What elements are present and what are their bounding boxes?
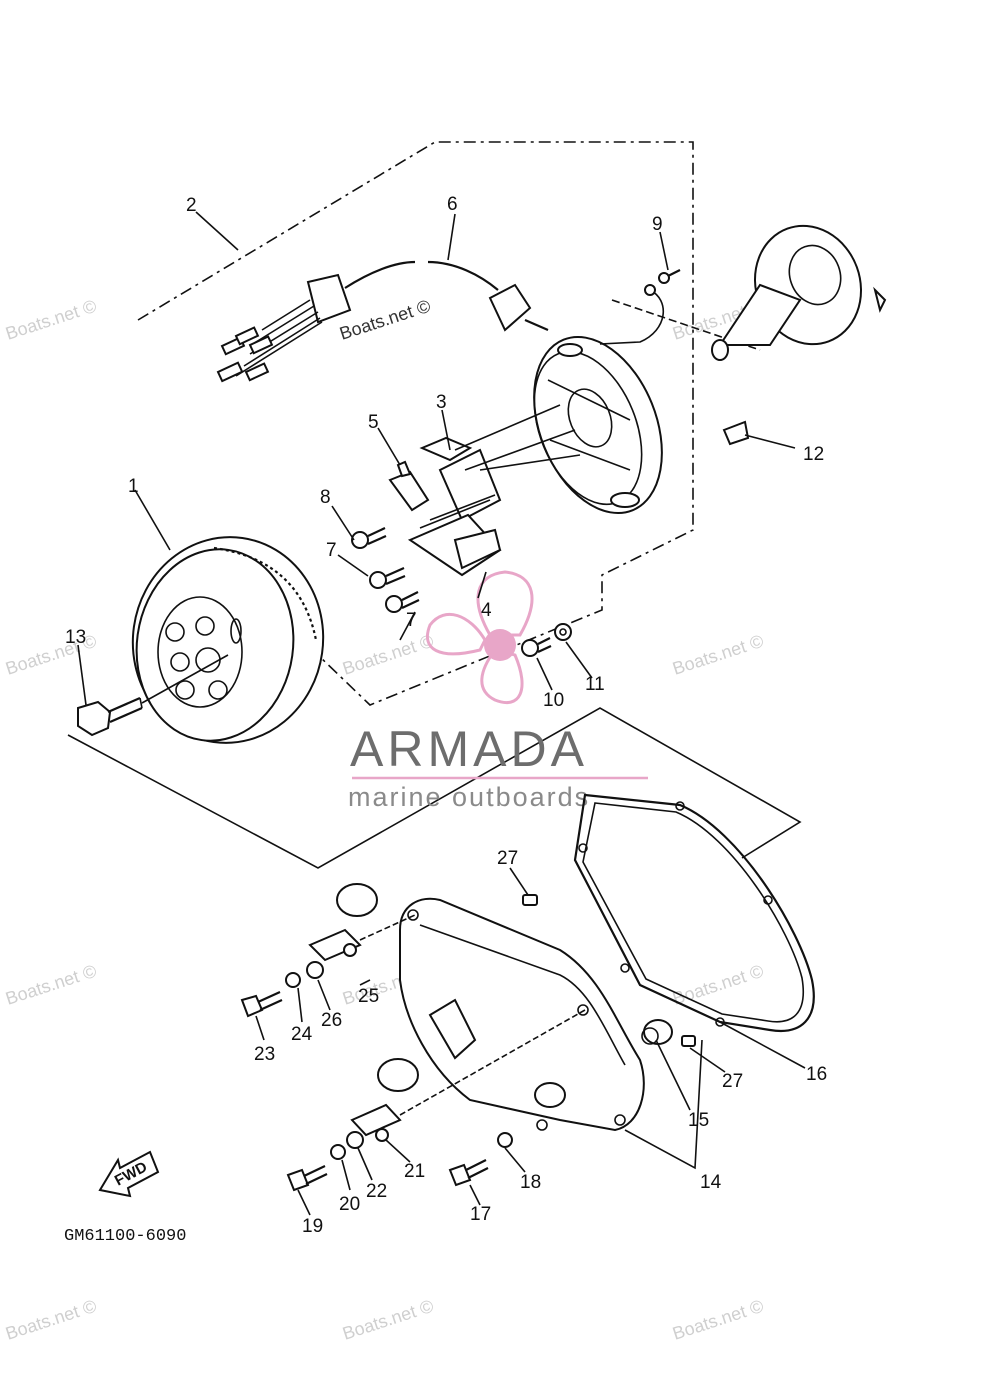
callout-26: 26 bbox=[321, 1010, 342, 1031]
callout-2: 2 bbox=[186, 195, 197, 216]
flywheel-bolt bbox=[77, 654, 229, 737]
callout-6: 6 bbox=[447, 194, 458, 215]
flywheel bbox=[131, 536, 325, 744]
callout-16: 16 bbox=[806, 1064, 827, 1085]
bolt bbox=[448, 1159, 489, 1187]
stator-base-plate bbox=[533, 299, 761, 515]
wire-harness bbox=[216, 260, 549, 383]
stator-screw bbox=[385, 591, 420, 613]
propeller-icon bbox=[426, 570, 534, 705]
watermark: Boats.net © bbox=[670, 1296, 766, 1344]
watermark: Boats.net © bbox=[3, 1296, 99, 1344]
diagram-code: GM61100-6090 bbox=[64, 1227, 186, 1246]
flywheel-group-outline bbox=[67, 707, 802, 869]
callout-23: 23 bbox=[254, 1044, 275, 1065]
grommet bbox=[346, 1131, 364, 1149]
watermark: Boats.net © bbox=[3, 296, 99, 344]
callout-22: 22 bbox=[366, 1181, 387, 1202]
watermark: Boats.net © bbox=[670, 961, 766, 1009]
callout-27: 27 bbox=[497, 848, 518, 869]
brand-tagline: marine outboards bbox=[348, 782, 590, 812]
lighting-coil bbox=[407, 494, 502, 577]
stator-screw bbox=[351, 527, 387, 549]
bolt bbox=[286, 1165, 328, 1192]
bolt bbox=[240, 990, 283, 1018]
washer bbox=[554, 623, 572, 641]
cover-gasket bbox=[573, 793, 815, 1032]
flywheel-cover bbox=[399, 897, 645, 1132]
callout-10: 10 bbox=[543, 690, 564, 711]
brand-name: ARMADA bbox=[350, 721, 588, 777]
callout-11: 11 bbox=[585, 674, 605, 695]
leader-lines bbox=[77, 211, 806, 1216]
callout-15: 15 bbox=[688, 1110, 709, 1131]
callout-21: 21 bbox=[404, 1161, 425, 1182]
ground-screw bbox=[599, 269, 681, 345]
watermark: Boats.net © bbox=[670, 631, 766, 679]
stator-assembly-outline bbox=[137, 141, 694, 706]
callout-3: 3 bbox=[436, 392, 447, 413]
stator-screw bbox=[369, 566, 406, 589]
watermark-dark: Boats.net © bbox=[337, 296, 433, 344]
grommet bbox=[306, 961, 324, 979]
callout-4: 4 bbox=[481, 600, 492, 621]
woodruff-key bbox=[722, 420, 796, 449]
hose-clamp bbox=[350, 1009, 586, 1142]
crank-cone bbox=[711, 224, 887, 361]
callouts: 2 6 9 3 5 8 1 7 7 4 10 11 12 13 27 27 15… bbox=[65, 194, 827, 1237]
callout-27: 27 bbox=[722, 1071, 743, 1092]
callout-1: 1 bbox=[128, 476, 139, 497]
callout-13: 13 bbox=[65, 627, 86, 648]
callout-7: 7 bbox=[406, 610, 417, 631]
plate-screw bbox=[521, 637, 552, 657]
callout-25: 25 bbox=[358, 986, 379, 1007]
watermark: Boats.net © bbox=[340, 631, 436, 679]
callout-19: 19 bbox=[302, 1216, 323, 1237]
callout-18: 18 bbox=[520, 1172, 541, 1193]
washer bbox=[285, 972, 301, 988]
dowel-pin bbox=[522, 894, 538, 906]
watermark: Boats.net © bbox=[340, 1296, 436, 1344]
forward-arrow-icon: FWD bbox=[98, 1150, 160, 1198]
washer bbox=[330, 1144, 346, 1160]
callout-7: 7 bbox=[326, 540, 337, 561]
pulser-coil bbox=[388, 460, 430, 512]
callout-14: 14 bbox=[700, 1172, 722, 1193]
callout-8: 8 bbox=[320, 487, 331, 508]
brand-logo: ARMADA marine outboards bbox=[348, 570, 648, 812]
hose-clamp bbox=[308, 883, 416, 962]
callout-12: 12 bbox=[803, 444, 824, 465]
callout-24: 24 bbox=[291, 1024, 313, 1045]
callout-17: 17 bbox=[470, 1204, 491, 1225]
washer bbox=[497, 1132, 513, 1148]
callout-20: 20 bbox=[339, 1194, 360, 1215]
watermark: Boats.net © bbox=[3, 961, 99, 1009]
callout-9: 9 bbox=[652, 214, 663, 235]
dowel-pin bbox=[681, 1035, 696, 1047]
callout-5: 5 bbox=[368, 412, 379, 433]
